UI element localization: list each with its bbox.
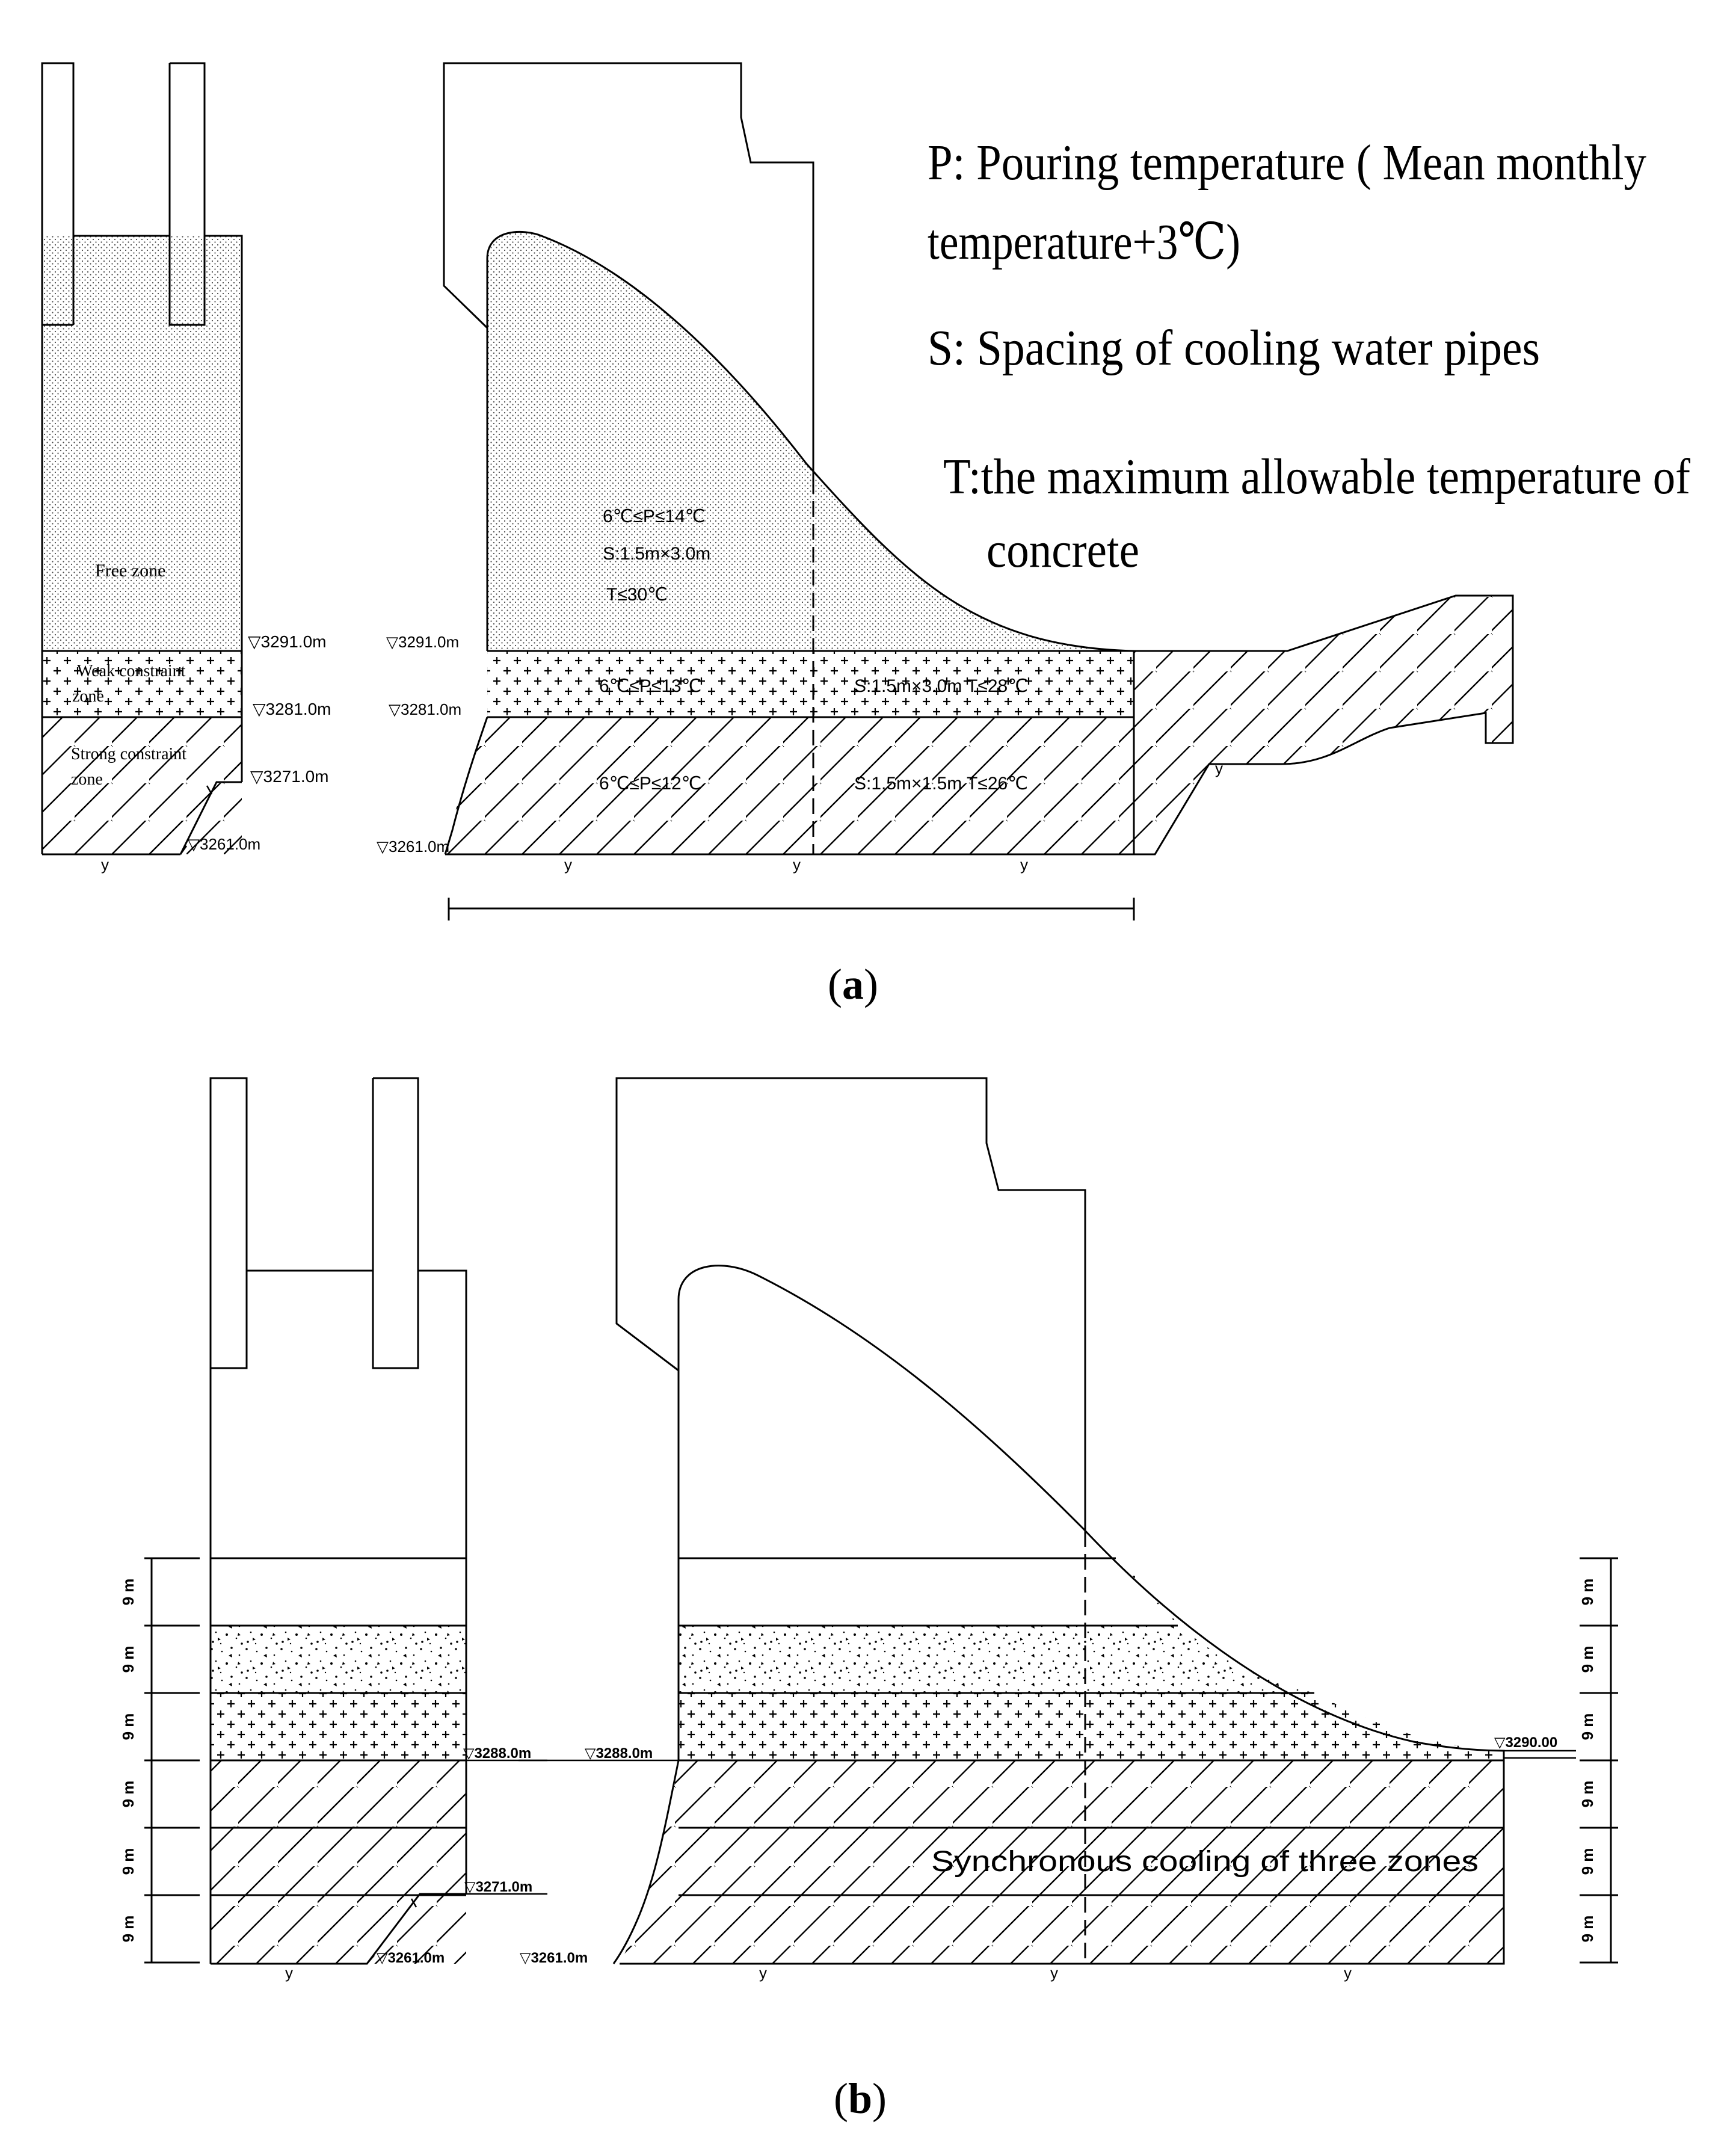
sync-cooling-text: Synchronous cooling of three zones — [931, 1846, 1479, 1878]
elev-b-right-3288: ▽3288.0m — [585, 1745, 653, 1762]
layer-label-r1: 9 m — [1578, 1579, 1596, 1606]
layer-label-l3: 9 m — [119, 1713, 137, 1741]
panel-a-dam-body: 6℃≤P≤14℃ S:1.5m×3.0m T≤30℃ 6℃≤P≤13℃ S:1.… — [377, 62, 1514, 920]
weak-zone-label-2: zone — [72, 687, 104, 706]
b-dam-hatch-layers — [620, 1760, 1504, 1964]
legend-p-line1: P: Pouring temperature ( Mean monthly — [928, 135, 1646, 191]
legend-t-line2: concrete — [987, 522, 1139, 578]
layer-label-r3: 9 m — [1578, 1713, 1596, 1741]
strong-zone-fill — [42, 717, 242, 854]
panel-b-left-section: ▽3288.0m ▽3271.0m ▽3261.0m y — [209, 1077, 547, 1982]
layer-label-l1: 9 m — [119, 1579, 137, 1606]
b-dam-speckle-layer — [679, 1558, 1179, 1626]
dam-free-zone-fill — [487, 232, 1134, 652]
panel-b-caption: (b) — [834, 2074, 887, 2123]
y-mark-b2: y — [759, 1964, 767, 1982]
layer-label-l5: 9 m — [119, 1848, 137, 1875]
panel-a: Free zone Weak constraint zone Strong co… — [41, 62, 1690, 1008]
y-mark-b1: y — [285, 1964, 293, 1982]
b-left-cross-layer — [211, 1693, 466, 1760]
free-zone-fill — [42, 236, 242, 651]
strong-zone-spec-st: S:1.5m×1.5m T≤26℃ — [854, 774, 1028, 794]
layer-label-r5: 9 m — [1578, 1848, 1596, 1875]
legend-t-line1: T:the maximum allowable temperature of — [943, 449, 1690, 505]
elev-b-left-3288: ▽3288.0m — [463, 1745, 531, 1762]
panel-b-right-scale: 9 m 9 m 9 m 9 m 9 m 9 m — [1578, 1557, 1618, 1964]
dam-spillway-fill — [1134, 596, 1513, 854]
dam-weak-zone-fill — [487, 651, 1134, 717]
y-mark-a2: y — [564, 856, 572, 874]
free-zone-spec-t: T≤30℃ — [606, 585, 668, 605]
layer-label-l2: 9 m — [119, 1646, 137, 1673]
legend-p-line2: temperature+3℃) — [928, 214, 1240, 270]
strong-zone-label-2: zone — [71, 770, 103, 789]
b-dam-cross-layer — [679, 1693, 1504, 1760]
elev-a-left-3271: ▽3271.0m — [250, 767, 329, 786]
strong-zone-spec-p: 6℃≤P≤12℃ — [599, 774, 701, 794]
b-left-speckle-layer — [211, 1626, 466, 1693]
panel-a-legend: P: Pouring temperature ( Mean monthly te… — [928, 135, 1690, 578]
y-mark-b4: y — [1344, 1964, 1352, 1982]
layer-label-r4: 9 m — [1578, 1781, 1596, 1808]
y-mark-a4: y — [1020, 856, 1028, 874]
elev-a-left-3281: ▽3281.0m — [253, 700, 331, 718]
weak-zone-label-1: Weak constraint — [77, 662, 186, 680]
legend-s-line: S: Spacing of cooling water pipes — [928, 320, 1540, 376]
free-zone-label: Free zone — [95, 561, 165, 581]
elev-a-left-3291: ▽3291.0m — [248, 632, 327, 651]
weak-zone-spec-p: 6℃≤P≤13℃ — [599, 676, 701, 696]
layer-label-l6: 9 m — [119, 1916, 137, 1943]
b-left-hatch-layers — [211, 1760, 466, 1964]
free-zone-spec-p: 6℃≤P≤14℃ — [603, 507, 705, 526]
y-mark-a1: y — [101, 856, 109, 874]
weak-zone-fill — [42, 651, 242, 717]
y-mark-a3: y — [793, 856, 801, 874]
b-dam-speckle-main — [679, 1626, 1314, 1693]
elev-b-left-3271: ▽3271.0m — [464, 1879, 532, 1895]
weak-zone-spec-st: S:1.5m×3.0m T≤28℃ — [854, 676, 1028, 696]
layer-label-r2: 9 m — [1578, 1646, 1596, 1673]
panel-a-caption-letter: a — [842, 960, 864, 1008]
elev-a-right-3261: ▽3261.0m — [377, 837, 449, 856]
y-mark-a5: y — [1215, 759, 1223, 777]
dam-strong-zone-fill — [445, 717, 1134, 854]
strong-zone-label-1: Strong constraint — [71, 745, 186, 763]
panel-b-left-scale: 9 m 9 m 9 m 9 m 9 m 9 m — [119, 1557, 200, 1964]
y-mark-b3: y — [1050, 1964, 1058, 1982]
elev-b-left-3261: ▽3261.0m — [377, 1950, 445, 1966]
panel-a-left-section: Free zone Weak constraint zone Strong co… — [41, 62, 331, 874]
elev-a-left-3261: ▽3261.0m — [188, 835, 260, 853]
layer-label-r6: 9 m — [1578, 1916, 1596, 1943]
elev-b-right-3290: ▽3290.00 — [1494, 1735, 1557, 1751]
panel-b-dam-body: Synchronous cooling of three zones ▽3288… — [519, 1077, 1576, 1982]
panel-b-caption-letter: b — [848, 2074, 872, 2123]
free-zone-spec-s: S:1.5m×3.0m — [603, 544, 710, 564]
panel-b: ▽3288.0m ▽3271.0m ▽3261.0m y 9 m 9 m 9 m… — [119, 1077, 1618, 2123]
elev-a-right-3281: ▽3281.0m — [389, 700, 461, 718]
elev-b-right-3261: ▽3261.0m — [520, 1950, 588, 1966]
layer-label-l4: 9 m — [119, 1781, 137, 1808]
elev-a-right-3291: ▽3291.0m — [386, 633, 459, 651]
panel-a-caption: (a) — [828, 960, 878, 1008]
